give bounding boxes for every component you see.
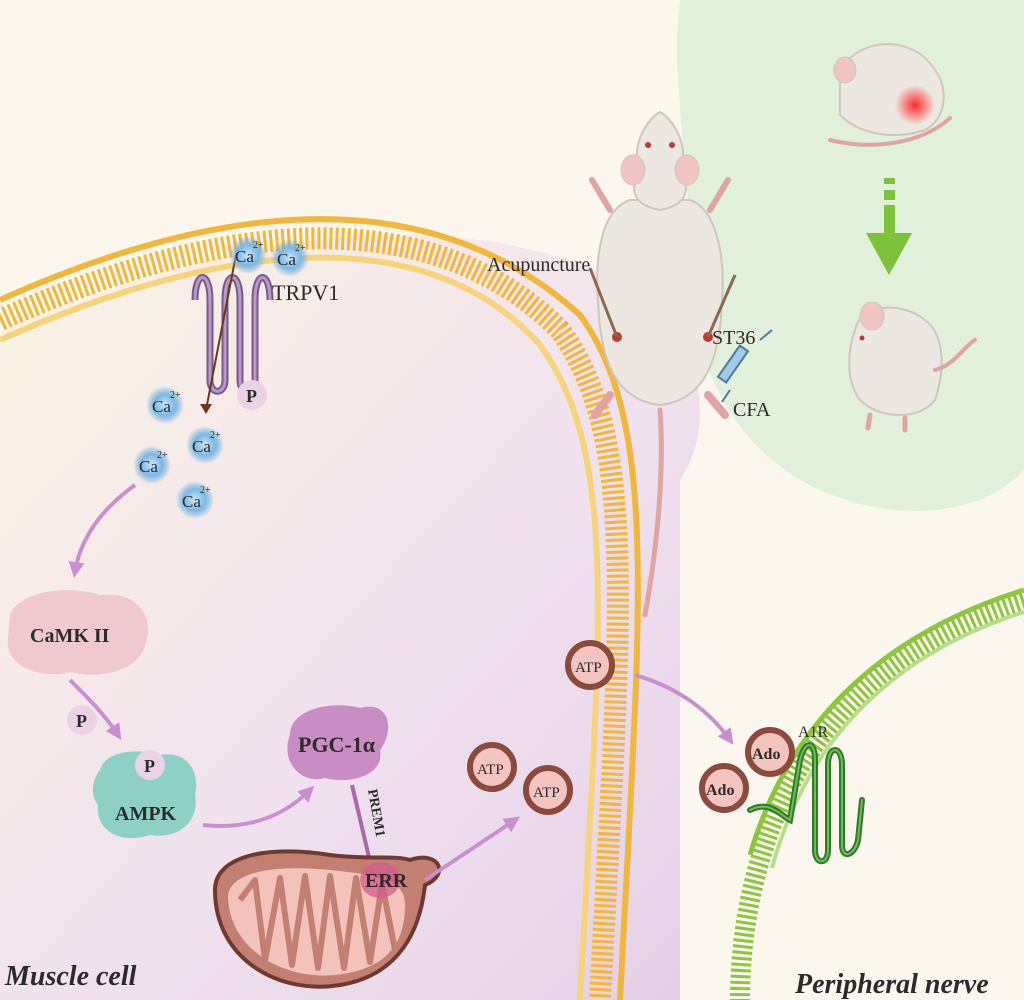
camk2-protein: CaMK II — [7, 590, 149, 675]
atp-label: ATP — [575, 660, 602, 676]
arrow-camk-to-ampk — [68, 678, 122, 741]
a1r-label: A1R — [798, 724, 829, 741]
calcium-ion: Ca 2+ — [133, 446, 171, 484]
arrow-mito-to-atp — [423, 816, 520, 882]
pgc1a-label: PGC-1α — [298, 732, 376, 757]
ca-charge: 2+ — [253, 240, 264, 251]
adenosine: Ado — [699, 763, 749, 813]
ca-label: Ca — [277, 250, 296, 269]
ado-label: Ado — [752, 746, 780, 763]
ca-charge: 2+ — [200, 485, 211, 496]
mitochondrion: ERR — [212, 849, 442, 989]
arrow-ca-to-camk — [68, 483, 137, 578]
err-label: ERR — [365, 870, 408, 892]
pgc1a-protein: PGC-1α — [287, 705, 389, 781]
ca-label: Ca — [235, 247, 254, 266]
ca-label: Ca — [182, 492, 201, 511]
ado-label: Ado — [706, 782, 734, 799]
p-label-trpv1: P — [246, 386, 257, 406]
ca-charge: 2+ — [210, 430, 221, 441]
atp-molecule: ATP — [467, 742, 517, 792]
camk2-label: CaMK II — [30, 625, 110, 647]
calcium-ion: Ca 2+ — [186, 426, 224, 464]
atp-molecule: ATP — [565, 640, 615, 690]
trpv1-phospho: P — [237, 380, 267, 410]
calcium-ion: Ca 2+ — [146, 386, 184, 424]
mouse-pain — [828, 43, 952, 147]
ca-charge: 2+ — [157, 450, 168, 461]
p-label-free: P — [76, 711, 87, 731]
muscle-cell-membrane — [0, 216, 641, 1000]
atp-label: ATP — [477, 762, 504, 778]
green-down-arrow — [866, 178, 912, 275]
ca-label: Ca — [192, 437, 211, 456]
phosphate: P — [67, 705, 97, 735]
trpv1-channel — [191, 254, 274, 414]
atp-molecule: ATP — [523, 765, 573, 815]
calcium-ion: Ca 2+ — [271, 239, 309, 277]
adenosine: Ado — [745, 727, 795, 777]
muscle-cell-label: Muscle cell — [4, 961, 137, 992]
atp-label: ATP — [533, 785, 560, 801]
cfa-label: CFA — [733, 399, 771, 421]
mouse-recovered — [848, 301, 977, 433]
arrow-atp-to-ado — [634, 673, 734, 745]
p-label-ampk: P — [144, 756, 155, 776]
ca-charge: 2+ — [170, 390, 181, 401]
ampk-label: AMPK — [115, 803, 177, 825]
ca-label: Ca — [139, 457, 158, 476]
ca-label: Ca — [152, 397, 171, 416]
ampk-protein: P AMPK — [92, 750, 197, 839]
calcium-ion: Ca 2+ — [229, 236, 267, 274]
trpv1-label: TRPV1 — [272, 280, 339, 305]
st36-label: ST36 — [712, 327, 755, 349]
a1r-receptor — [747, 742, 865, 865]
ca-charge: 2+ — [295, 243, 306, 254]
arrow-ampk-to-pgc — [202, 785, 315, 828]
peripheral-nerve-label: Peripheral nerve — [794, 969, 989, 1000]
rat-illustration — [588, 110, 773, 618]
acupuncture-label: Acupuncture — [487, 254, 590, 276]
calcium-ion: Ca 2+ — [176, 481, 214, 519]
